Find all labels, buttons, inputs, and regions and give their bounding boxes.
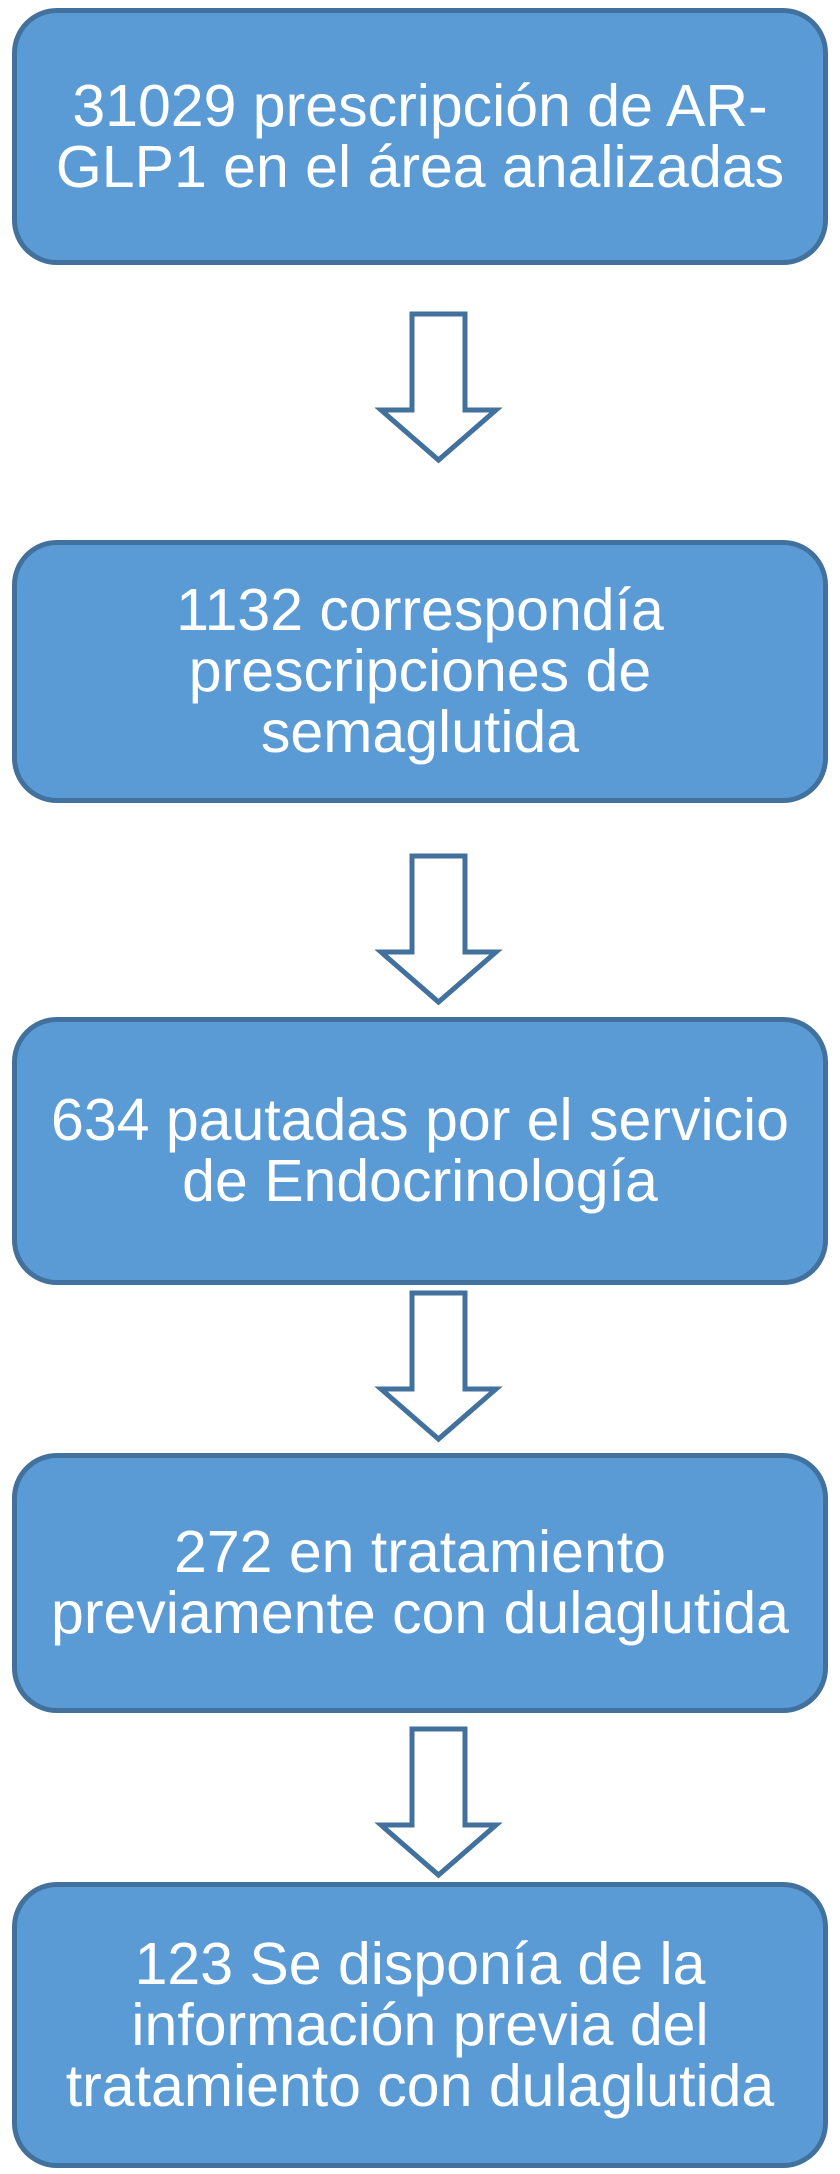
flow-box-text-line: GLP1 en el área analizadas bbox=[55, 133, 785, 200]
flow-box-pautadas-endocrinologia: 634 pautadas por el servicio de Endocrin… bbox=[12, 1017, 828, 1285]
flow-box-text-line: tratamiento con dulaglutida bbox=[65, 2052, 775, 2119]
flow-box-text-line: prescripciones de bbox=[188, 638, 652, 704]
flow-box-tratamiento-previo: 272 en tratamiento previamente con dulag… bbox=[12, 1453, 828, 1713]
down-arrow-icon bbox=[374, 311, 503, 464]
down-arrow-icon bbox=[374, 1290, 503, 1443]
flow-box-text-line: información previa del bbox=[131, 1991, 709, 2058]
flow-box-text-line: 634 pautadas por el servicio bbox=[51, 1087, 789, 1153]
down-arrow-icon bbox=[374, 1726, 503, 1879]
down-arrow-icon bbox=[374, 853, 503, 1006]
flow-box-prescripciones-semaglutida: 1132 correspondía prescripciones de sema… bbox=[12, 540, 828, 803]
flow-box-text-line: 31029 prescripción de AR- bbox=[72, 72, 768, 139]
flow-box-text-line: 123 Se disponía de la bbox=[134, 1930, 706, 1997]
flow-box-text-line: 272 en tratamiento bbox=[174, 1519, 666, 1585]
flow-box-text-line: 1132 correspondía bbox=[176, 577, 664, 643]
flow-box-text-line: de Endocrinología bbox=[182, 1148, 658, 1214]
flow-box-text-line: previamente con dulaglutida bbox=[51, 1580, 789, 1646]
flow-box-total-prescripciones: 31029 prescripción de AR- GLP1 en el áre… bbox=[12, 8, 828, 265]
flow-box-informacion-previa: 123 Se disponía de la información previa… bbox=[12, 1882, 828, 2168]
flow-box-text-line: semaglutida bbox=[260, 699, 580, 765]
